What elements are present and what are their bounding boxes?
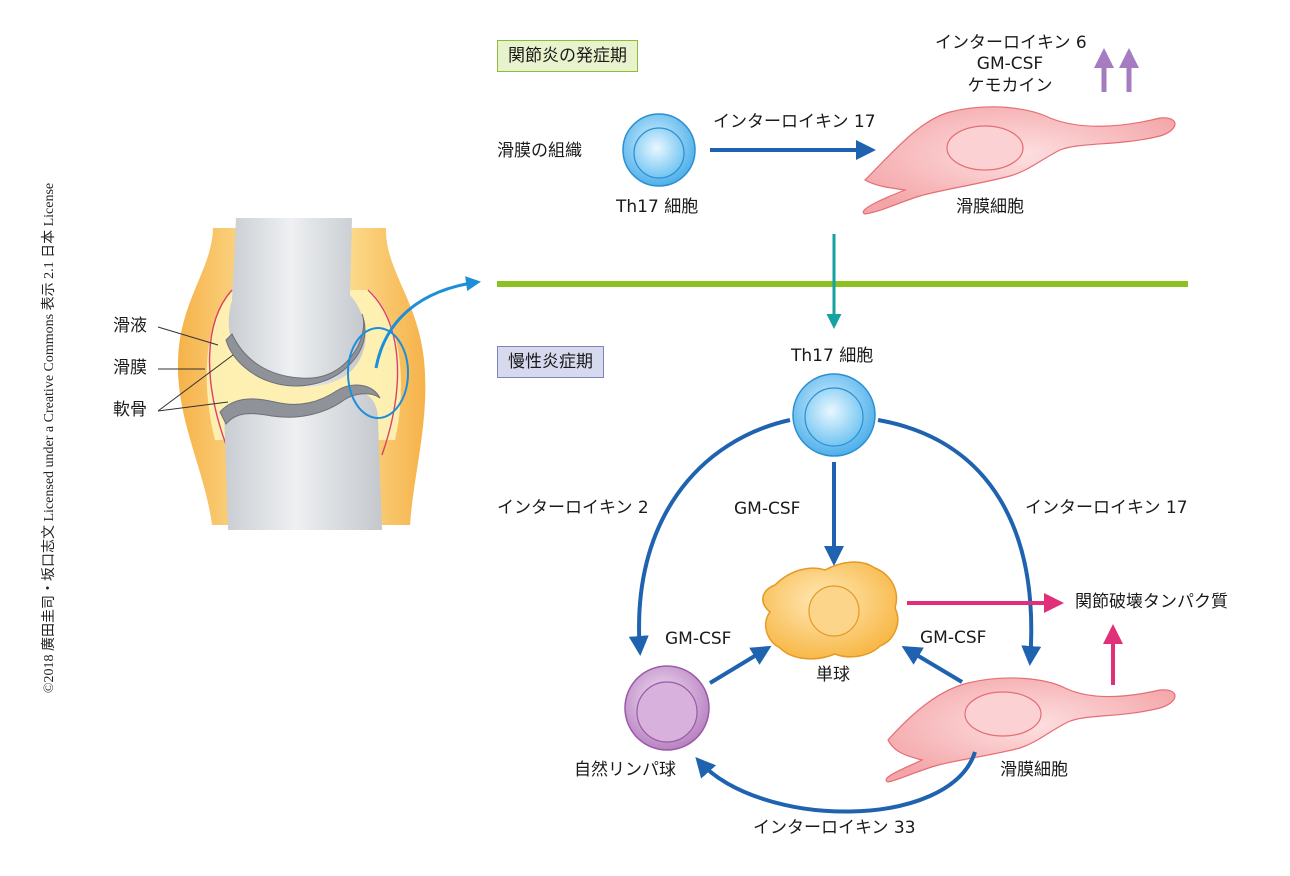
leader-synovial-fluid <box>157 326 219 346</box>
lower-cartilage <box>219 384 381 425</box>
monocyte-cell <box>762 561 899 660</box>
il17-arrow <box>877 418 1042 666</box>
joint-illustration <box>157 218 481 530</box>
chronic-gmcsf-left-label: GM-CSF <box>665 629 732 649</box>
joint-zoom-arrow <box>374 276 481 369</box>
onset-il17-label: インターロイキン 17 <box>713 112 876 132</box>
cytokine-gmcsf: GM-CSF <box>976 54 1044 75</box>
monocyte-label: 単球 <box>816 665 850 685</box>
cytokine-chemokine: ケモカイン <box>967 75 1053 96</box>
onset-cytokine-list: インターロイキン 6 GM-CSF ケモカイン <box>935 33 1087 97</box>
chronic-phase-title: 慢性炎症期 <box>497 346 604 378</box>
joint-destruction-protein-label: 関節破壊タンパク質 <box>1075 592 1228 612</box>
label-synovium: 滑膜 <box>113 358 147 378</box>
joint-zoom-circle <box>347 327 409 419</box>
chronic-gmcsf-right-label: GM-CSF <box>920 628 987 648</box>
il2-arrow <box>628 418 791 656</box>
chronic-il2-label: インターロイキン 2 <box>497 498 649 518</box>
chronic-gmcsf-center-label: GM-CSF <box>734 499 801 519</box>
chronic-il17-label: インターロイキン 17 <box>1025 498 1188 518</box>
label-cartilage: 軟骨 <box>113 400 147 420</box>
upper-bone <box>228 218 366 387</box>
gmcsf-left-arrow <box>708 645 772 685</box>
chronic-th17-label: Th17 細胞 <box>791 346 874 366</box>
synovium-line-left <box>208 289 233 456</box>
chronic-synovial-cell-label: 滑膜細胞 <box>1000 760 1068 780</box>
cytokine-il6: インターロイキン 6 <box>935 33 1087 53</box>
onset-phase-title: 関節炎の発症期 <box>497 40 638 72</box>
synovial-tissue-label: 滑膜の組織 <box>497 141 582 161</box>
label-synovial-fluid: 滑液 <box>113 316 147 336</box>
onset-th17-cell <box>622 113 696 187</box>
innate-lymphoid-cell <box>624 665 710 751</box>
onset-th17-label: Th17 細胞 <box>616 197 699 217</box>
onset-synovial-cell-label: 滑膜細胞 <box>956 197 1024 217</box>
leader-cartilage-upper <box>157 354 234 412</box>
upper-cartilage <box>225 313 366 387</box>
onset-synovial-cell <box>862 106 1176 215</box>
chronic-th17-cell <box>792 373 876 457</box>
synovium-line-right <box>367 289 399 456</box>
chronic-synovial-cell <box>885 677 1176 783</box>
leader-cartilage-lower <box>157 401 229 412</box>
lower-bone <box>224 391 382 530</box>
il33-arrow <box>695 751 977 814</box>
innate-lymphoid-cell-label: 自然リンパ球 <box>574 760 676 780</box>
copyright-notice: ©2018 廣田圭司・坂口志文 Licensed under a Creativ… <box>42 182 57 694</box>
gmcsf-right-arrow <box>901 645 964 684</box>
chronic-il33-label: インターロイキン 33 <box>753 818 916 838</box>
